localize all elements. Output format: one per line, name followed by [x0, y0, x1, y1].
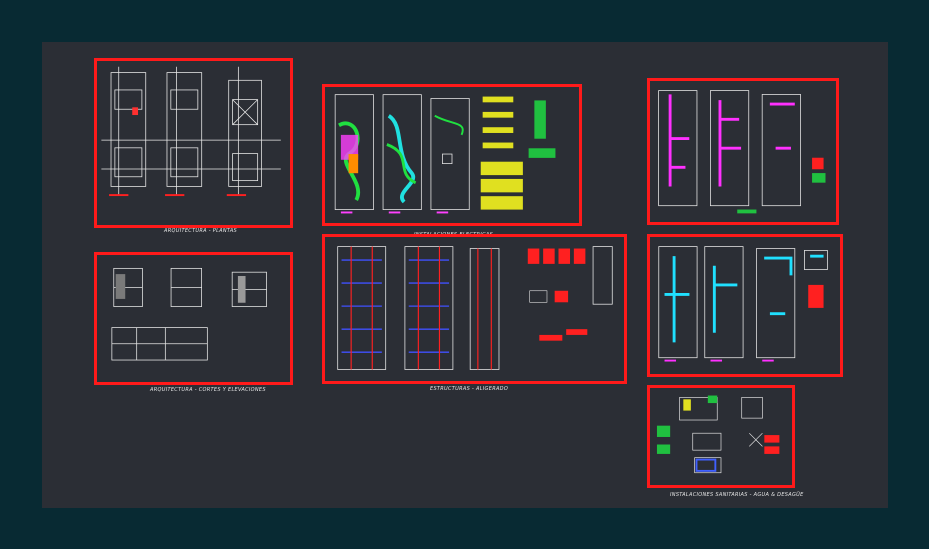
sanitarias-agua-drawing: [658, 90, 826, 214]
frame-instalaciones-electricas[interactable]: [322, 84, 582, 226]
caption-sanitarias: INSTALACIONES SANITARIAS - AGUA & DESAGÜ…: [670, 492, 804, 498]
frame-arquitectura-cortes[interactable]: [94, 252, 293, 385]
frame-estructuras-aligerado[interactable]: [322, 234, 627, 384]
caption-estructuras-aligerado: ESTRUCTURAS - ALIGERADO: [430, 386, 509, 392]
frame-sanitarias-detalles[interactable]: [647, 385, 795, 488]
estructuras-aligerado-drawing: [337, 246, 613, 370]
sanitarias-detalles-drawing: [656, 395, 780, 474]
frame-sanitarias-desague[interactable]: [647, 234, 843, 377]
caption-arquitectura-plantas: ARQUITECTURA - PLANTAS: [164, 228, 238, 234]
frame-sanitarias-agua[interactable]: [647, 78, 839, 225]
arquitectura-cortes-drawing: [111, 267, 267, 361]
instalaciones-electricas-drawing: [334, 94, 556, 214]
sanitarias-desague-drawing: [658, 246, 828, 362]
frame-arquitectura-plantas[interactable]: [94, 58, 293, 228]
drawing-sheet: ARQUITECTURA - PLANTAS ARQUITECTURA - CO…: [42, 42, 888, 508]
caption-arquitectura-cortes: ARQUITECTURA - CORTES Y ELEVACIONES: [150, 387, 266, 393]
arquitectura-plantas-drawing: [101, 66, 281, 197]
